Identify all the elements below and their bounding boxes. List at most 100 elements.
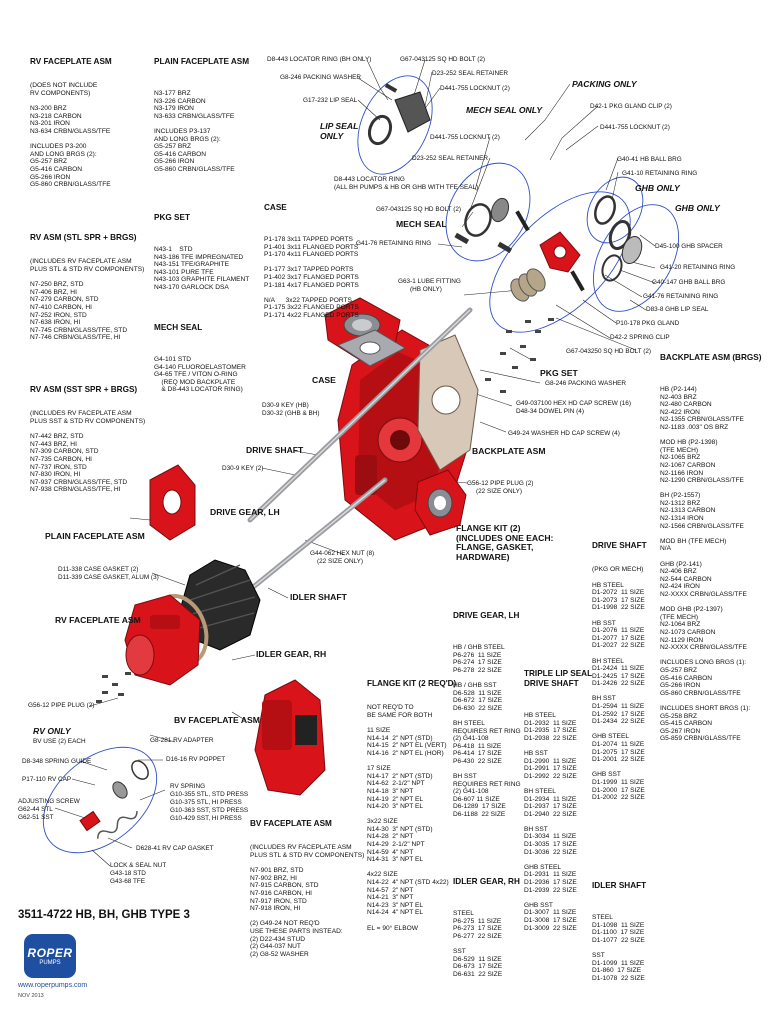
callout-label: G67-043125 SQ HD BOLT (2) [400, 56, 486, 63]
callout-label: G43-68 TFE [110, 878, 146, 885]
section-backplate-asm: BACKPLATE ASM (BRGS) HB (P2-144) N2-403 … [660, 338, 761, 750]
plain-faceplate-drawing [149, 464, 196, 541]
callout-label: G67-043250 SQ HD BOLT (2) [566, 348, 652, 355]
packing-parts-drawing [510, 210, 585, 302]
section-lines: N43-1 STD N43-186 TFE IMPREGNATED N43-15… [154, 245, 250, 291]
logo-sub: PUMPS [39, 960, 61, 966]
section-lines: HB (P2-144) N2-403 BRZ N2-480 CARBON N2-… [660, 385, 751, 743]
callout-label: D30-9 KEY (HB) [262, 402, 309, 409]
section-title: FLANGE KIT (2 REQ'D) [367, 679, 457, 689]
callout-label: D628-41 RV CAP GASKET [136, 845, 214, 852]
callout-label: G49-24 WASHER HD CAP SCREW (4) [508, 430, 620, 437]
callout-label: G10-363 SST, STD PRESS [170, 807, 249, 814]
callout-label: G40-41 HB BALL BRG [617, 156, 682, 163]
callout-label: G67-043125 SQ HD BOLT (2) [376, 206, 462, 213]
label-drive-gear-lh: DRIVE GEAR, LH [210, 507, 280, 517]
callout-label: G56-12 PIPE PLUG (2) [467, 480, 534, 487]
callout-label: G63-1 LUBE FITTING [398, 278, 461, 285]
callout-label: D8-348 SPRING GUIDE [22, 758, 92, 765]
callout-label: D30-9 KEY (2) [222, 465, 264, 472]
callout-label: G44-062 HEX NUT (8) [310, 550, 375, 557]
callout-label: D45-100 GHB SPACER [655, 243, 723, 250]
logo-name: ROPER [27, 946, 73, 960]
callout-label: ADJUSTING SCREW [18, 798, 80, 805]
section-plain-faceplate-asm: PLAIN FACEPLATE ASM N3-177 BRZ N3-226 CA… [154, 42, 249, 181]
callout-label: D16-16 RV POPPET [166, 756, 226, 763]
callout-label: G49-037100 HEX HD CAP SCREW (16) [516, 400, 631, 407]
section-lines: STEEL P6-275 11 SIZE P6-273 17 SIZE P6-2… [453, 909, 503, 978]
mech-seal-parts-drawing [454, 197, 513, 254]
callout-label: D441-755 LOCKNUT (2) [430, 134, 500, 141]
section-case: CASE P1-178 3x11 TAPPED PORTS P1-401 3x1… [264, 188, 359, 327]
callout-label: D83-8 GHB LIP SEAL [646, 306, 709, 313]
label-ghb-only: GHB ONLY [635, 183, 680, 193]
label-lip-seal-only: LIP SEAL ONLY [320, 121, 359, 141]
callout-label: G10-375 STL, HI PRESS [170, 799, 242, 806]
section-triple-lip-seal: TRIPLE LIP SEAL DRIVE SHAFT HB STEEL D1-… [524, 654, 592, 940]
callout-label: LOCK & SEAL NUT [110, 862, 167, 869]
top-flange-drawing [324, 297, 407, 367]
callout-label: G62-44 STL [18, 806, 53, 813]
callout-label: D42-1 PKG GLAND CLIP (2) [590, 103, 672, 110]
section-title: IDLER SHAFT [592, 881, 647, 891]
label-idler-gear-rh: IDLER GEAR, RH [256, 649, 327, 659]
callout-label: G8-281 RV ADAPTER [150, 737, 214, 744]
callout-label: G56-12 PIPE PLUG (2) [28, 702, 95, 709]
callout-label: G10-355 STL, STD PRESS [170, 791, 249, 798]
label-rv-only: RV ONLY [33, 726, 71, 736]
callout-label: BV USE (2) EACH [33, 738, 86, 745]
callout-label: D23-252 SEAL RETAINER [432, 70, 509, 77]
section-drive-gear-lh: DRIVE GEAR, LH HB / GHB STEEL P6-276 11 … [453, 596, 521, 826]
label-drive-shaft: DRIVE SHAFT [246, 445, 304, 455]
label-mech-seal-only: MECH SEAL ONLY [466, 105, 543, 115]
section-lines: (INCLUDES RV FACEPLATE ASM PLUS STL & ST… [30, 258, 145, 342]
section-lines: NOT REQ'D TO BE SAME FOR BOTH 11 SIZE N1… [367, 704, 449, 932]
callout-label: (22 SIZE ONLY) [476, 488, 523, 495]
callout-label: G41-10 RETAINING RING [622, 170, 698, 177]
callout-label: P17-110 RV CAP [22, 776, 72, 783]
rv-faceplate-drawing [124, 594, 201, 686]
section-mech-seal: MECH SEAL G4-101 STD G4-140 FLUOROELASTO… [154, 308, 246, 402]
callout-label: G17-232 LIP SEAL [303, 97, 358, 104]
callout-label: D11-338 CASE GASKET (2) [58, 566, 139, 573]
section-title: PKG SET [154, 213, 190, 223]
callout-label: D8-443 LOCATOR RING (BH ONLY) [267, 56, 372, 63]
callout-label: (22 SIZE ONLY) [317, 558, 364, 565]
section-title: RV ASM (STL SPR + BRGS) [30, 233, 137, 243]
callout-label: D48-34 DOWEL PIN (4) [516, 408, 584, 415]
section-rv-faceplate-asm: RV FACEPLATE ASM (DOES NOT INCLUDE RV CO… [30, 42, 112, 196]
label-flange-kit: FLANGE KIT (2) (INCLUDES ONE EACH: FLANG… [456, 523, 554, 562]
section-idler-gear-rh: IDLER GEAR, RH STEEL P6-275 11 SIZE P6-2… [453, 862, 520, 986]
section-title: CASE [264, 203, 287, 213]
section-lines: HB / GHB STEEL P6-276 11 SIZE P6-274 17 … [453, 643, 521, 819]
callout-label: RV SPRING [170, 783, 206, 790]
label-plain-faceplate-asm: PLAIN FACEPLATE ASM [45, 531, 145, 541]
callout-label: D23-252 SEAL RETAINER [412, 155, 489, 162]
bolts-drawing [96, 318, 554, 703]
callout-label: P10-178 PKG GLAND [616, 320, 680, 327]
callout-label: G10-429 SST, HI PRESS [170, 815, 242, 822]
side-flange-drawing [414, 469, 467, 536]
callout-label: G40-147 GHB BALL BRG [652, 279, 726, 286]
callout-label: D8-443 LOCATOR RING [334, 176, 405, 183]
ghb-parts-drawing [594, 195, 643, 282]
section-rv-asm-stl: RV ASM (STL SPR + BRGS) (INCLUDES RV FAC… [30, 218, 144, 350]
section-bv-faceplate-asm: BV FACEPLATE ASM (INCLUDES RV FACEPLATE … [250, 804, 364, 966]
section-lines: (INCLUDES RV FACEPLATE ASM PLUS STL & ST… [250, 844, 365, 958]
section-title: BV FACEPLATE ASM [250, 819, 332, 829]
callout-label: G41-76 RETAINING RING [356, 240, 432, 247]
callout-label: G41-76 RETAINING RING [643, 293, 719, 300]
section-lines: (PKG OR MECH) HB STEEL D1-2072 11 SIZE D… [592, 566, 645, 802]
backplate-drawing [417, 334, 479, 471]
website-link[interactable]: www.roperpumps.com [18, 982, 88, 989]
section-lines: STEEL D1-1098 11 SIZE D1-1100 17 SIZE D1… [592, 913, 645, 982]
section-title: MECH SEAL [154, 323, 203, 333]
callout-label: G43-18 STD [110, 870, 146, 877]
callout-label: (ALL BH PUMPS & HB OR GHB WITH TFE SEAL) [334, 184, 479, 191]
label-case: CASE [312, 375, 336, 385]
section-title: DRIVE GEAR, LH [453, 611, 520, 621]
section-lines: (DOES NOT INCLUDE RV COMPONENTS) N3-200 … [30, 82, 111, 189]
callout-label: G41-20 RETAINING RING [660, 264, 736, 271]
callout-label: G62-51 SST [18, 814, 54, 821]
